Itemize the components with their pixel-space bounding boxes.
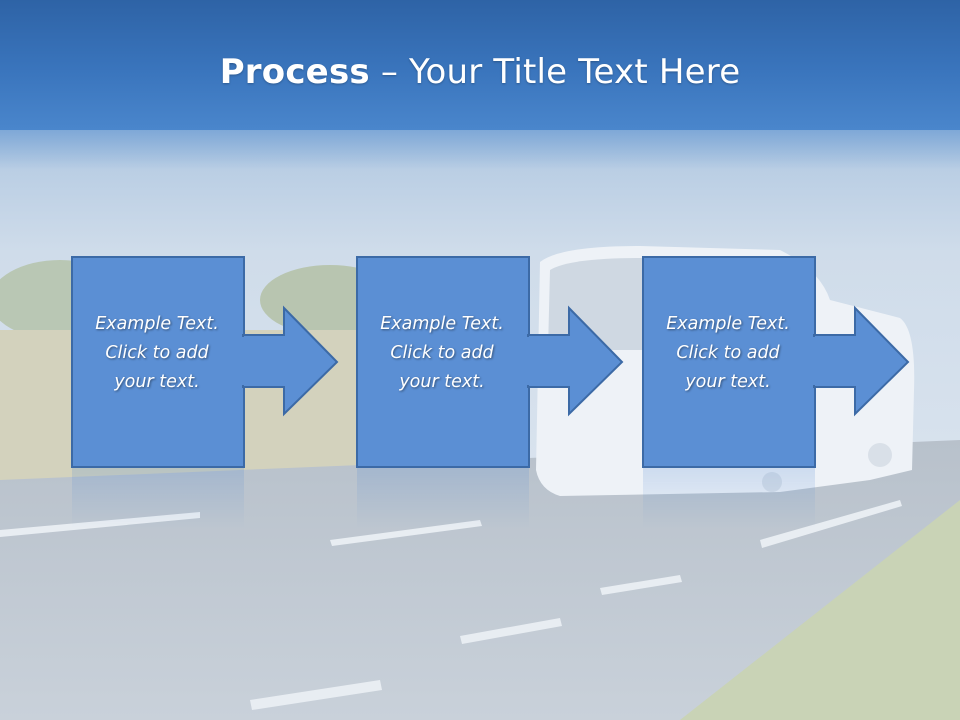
step-line-1: Example Text. (666, 314, 790, 334)
step-line-3: your text. (114, 372, 200, 392)
process-step-1[interactable]: Example Text. Click to add your text. (71, 256, 341, 468)
reflection-3 (643, 468, 815, 528)
title-bar (0, 0, 960, 170)
arrow-shape-icon (356, 256, 624, 468)
step-line-2: Click to add (105, 343, 209, 363)
title-bold: Process (219, 52, 370, 92)
slide-title[interactable]: Process – Your Title Text Here (0, 52, 960, 92)
process-step-2[interactable]: Example Text. Click to add your text. (356, 256, 626, 468)
title-rest: – Your Title Text Here (369, 52, 741, 92)
step-line-2: Click to add (390, 343, 494, 363)
step-text[interactable]: Example Text. Click to add your text. (71, 310, 243, 397)
step-line-1: Example Text. (95, 314, 219, 334)
arrow-shape-icon (71, 256, 339, 468)
step-text[interactable]: Example Text. Click to add your text. (356, 310, 528, 397)
step-line-1: Example Text. (380, 314, 504, 334)
reflection-1 (72, 468, 244, 528)
arrow-shape-icon (642, 256, 910, 468)
step-line-2: Click to add (676, 343, 780, 363)
reflection-2 (357, 468, 529, 528)
step-text[interactable]: Example Text. Click to add your text. (642, 310, 814, 397)
process-step-3[interactable]: Example Text. Click to add your text. (642, 256, 912, 468)
step-line-3: your text. (399, 372, 485, 392)
step-line-3: your text. (685, 372, 771, 392)
